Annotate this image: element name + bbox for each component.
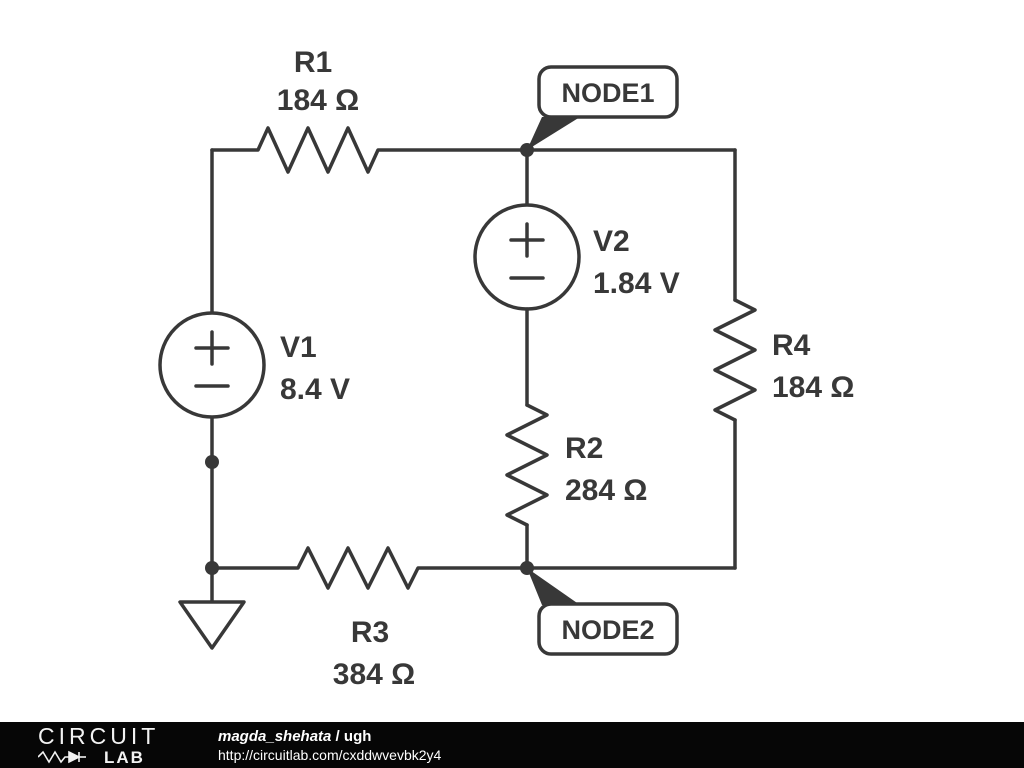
r4-name-label: R4 xyxy=(772,329,811,362)
r4-value-label: 184 Ω xyxy=(772,371,854,404)
r3-name-label: R3 xyxy=(351,616,389,649)
node1-label: NODE1 xyxy=(561,78,654,108)
v2-plus-icon xyxy=(509,222,545,258)
circuit-title: ugh xyxy=(343,727,372,745)
v1-value-label: 8.4 V xyxy=(280,373,350,406)
circuitlab-logo-text-top: CIRCUIT xyxy=(38,722,160,749)
v1-plus-icon xyxy=(194,330,230,366)
r2-name-label: R2 xyxy=(565,432,603,465)
node2-callout-box xyxy=(537,602,679,656)
resistor-r2 xyxy=(505,403,549,527)
node2-callout-pointer xyxy=(527,568,580,605)
r2-value-label: 284 Ω xyxy=(565,474,647,507)
node1-callout-box xyxy=(537,65,679,119)
resistor-diode-icon xyxy=(38,750,86,764)
wire-top-and-resistor-r1 xyxy=(210,126,737,174)
ground-symbol xyxy=(178,600,246,650)
node2-label: NODE2 xyxy=(561,615,654,645)
r3-value-label: 384 Ω xyxy=(333,658,415,691)
circuit-url[interactable]: http://circuitlab.com/cxddwvevbk2y4 xyxy=(218,746,442,763)
author-name: magda_shehata xyxy=(218,727,332,745)
junction-dot-left-bottom xyxy=(205,561,219,575)
r1-value-label: 184 Ω xyxy=(277,84,359,117)
r1-name-label: R1 xyxy=(294,46,332,79)
resistor-r4 xyxy=(713,298,757,422)
node1-callout-pointer xyxy=(527,117,580,150)
v2-name-label: V2 xyxy=(593,225,630,258)
circuitlab-logo-text-bottom: LAB xyxy=(104,747,145,767)
attribution-separator: / xyxy=(331,727,344,745)
v2-value-label: 1.84 V xyxy=(593,267,680,300)
footer-bar: CIRCUIT LAB magda_shehata / ugh http://c… xyxy=(0,722,1024,768)
attribution-line: magda_shehata / ugh xyxy=(218,728,441,745)
wire-bottom-and-resistor-r3 xyxy=(210,546,737,590)
junction-dot-left-mid xyxy=(205,455,219,469)
v1-name-label: V1 xyxy=(280,331,317,364)
circuit-diagram: R1 184 Ω NODE1 V2 1.84 V R4 184 Ω V1 8.4… xyxy=(158,46,855,691)
circuitlab-logo: CIRCUIT LAB xyxy=(38,722,188,767)
